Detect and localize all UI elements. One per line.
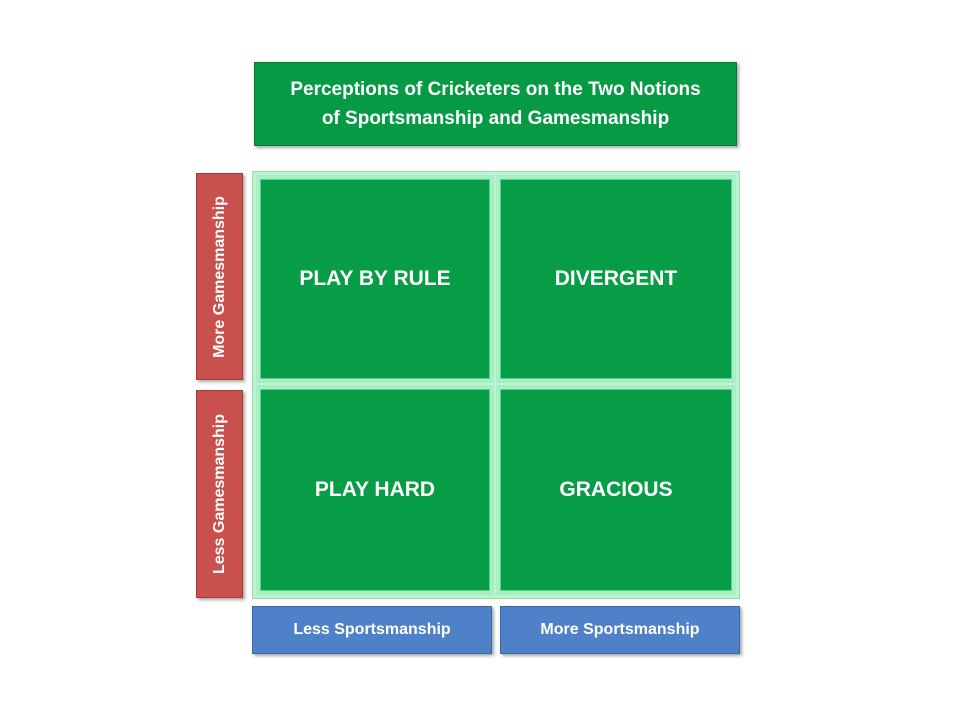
quadrant-label: PLAY BY RULE [299,267,451,290]
quadrant-grid: PLAY BY RULE DIVERGENT PLAY HARD GRACIOU… [252,171,740,599]
x-axis-label-more-sportsmanship: More Sportsmanship [500,606,740,654]
x-axis-label-text: More Sportsmanship [540,621,700,638]
quadrant-label: PLAY HARD [314,478,436,501]
diagram-title: Perceptions of Cricketers on the Two Not… [254,62,737,146]
y-axis-label-less-gamesmanship: Less Gamesmanship [196,390,243,598]
x-axis-label-less-sportsmanship: Less Sportsmanship [252,606,492,654]
quadrant-play-hard: PLAY HARD [256,385,494,595]
quadrant-divergent: DIVERGENT [496,175,736,383]
y-axis-label-text: Less Gamesmanship [210,413,228,575]
x-axis-label-text: Less Sportsmanship [293,621,451,638]
title-line-2: of Sportsmanship and Gamesmanship [321,108,670,129]
quadrant-gracious: GRACIOUS [496,385,736,595]
title-line-1: Perceptions of Cricketers on the Two Not… [290,79,701,100]
y-axis-label-text: More Gamesmanship [210,195,228,358]
quadrant-play-by-rule: PLAY BY RULE [256,175,494,383]
quadrant-label: GRACIOUS [559,478,673,501]
y-axis-label-more-gamesmanship: More Gamesmanship [196,173,243,380]
quadrant-label: DIVERGENT [554,267,678,290]
